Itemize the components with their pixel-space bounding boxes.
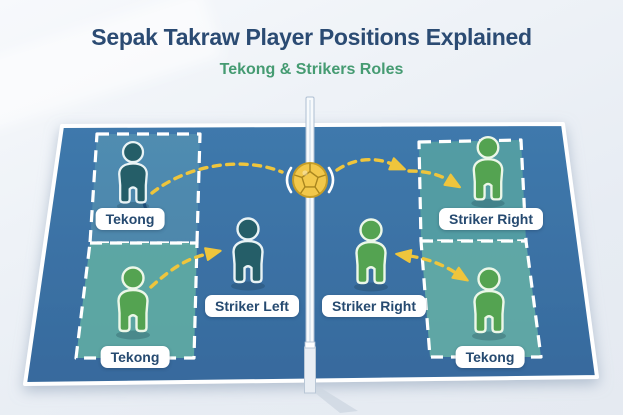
dashed-arrow-icon-group	[149, 157, 469, 289]
takraw-ball-icon	[285, 162, 335, 198]
arrow-serve-to-ball	[150, 162, 284, 195]
arrow-ball-to-right-2	[407, 169, 462, 189]
arrow-tekong-to-striker-left	[149, 247, 222, 289]
page-subtitle: Tekong & Strikers Roles	[219, 61, 404, 78]
label-tekong-top-left: Tekong	[95, 208, 165, 230]
label-striker-right-center: Striker Right	[321, 295, 427, 317]
page-title: Sepak Takraw Player Positions Explained	[91, 24, 532, 50]
label-tekong-bottom-left: Tekong	[100, 346, 170, 368]
net-post-icon	[304, 96, 358, 413]
net-post-shadow	[309, 388, 358, 413]
label-striker-left: Striker Left	[205, 295, 299, 317]
arrow-ball-to-right-1	[335, 157, 406, 172]
label-tekong-bottom-right: Tekong	[455, 346, 525, 368]
arrow-striker-right-tekong-double	[395, 249, 469, 282]
label-striker-right-top: Striker Right	[438, 208, 544, 230]
